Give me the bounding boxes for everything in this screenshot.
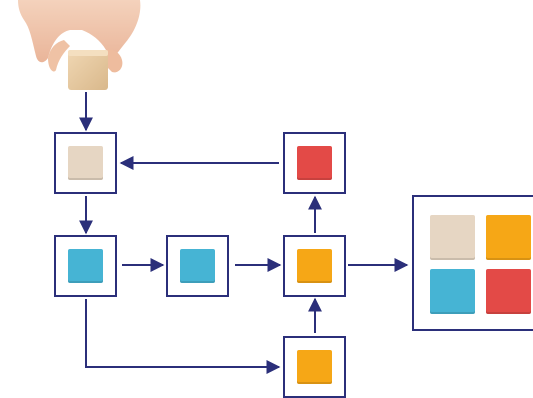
node-row-1 — [54, 235, 117, 297]
edge-row-1-to-bottom — [85, 299, 281, 374]
chip-beige — [430, 215, 475, 260]
chip-red — [297, 146, 332, 180]
chip-red — [486, 269, 531, 314]
edges — [79, 92, 409, 374]
node-top-left — [54, 132, 117, 194]
chip-blue — [430, 269, 475, 314]
node-row-3 — [283, 235, 346, 297]
chip-yellow — [297, 350, 332, 384]
chip-blue — [180, 249, 215, 283]
hand-holding-block-icon — [18, 0, 141, 90]
node-result — [412, 195, 533, 331]
node-top-mid — [283, 132, 346, 194]
chip-blue — [68, 249, 103, 283]
chip-yellow — [486, 215, 531, 260]
chip-yellow — [297, 249, 332, 283]
chip-beige — [68, 146, 103, 180]
node-bottom — [283, 336, 346, 398]
node-row-2 — [166, 235, 229, 297]
